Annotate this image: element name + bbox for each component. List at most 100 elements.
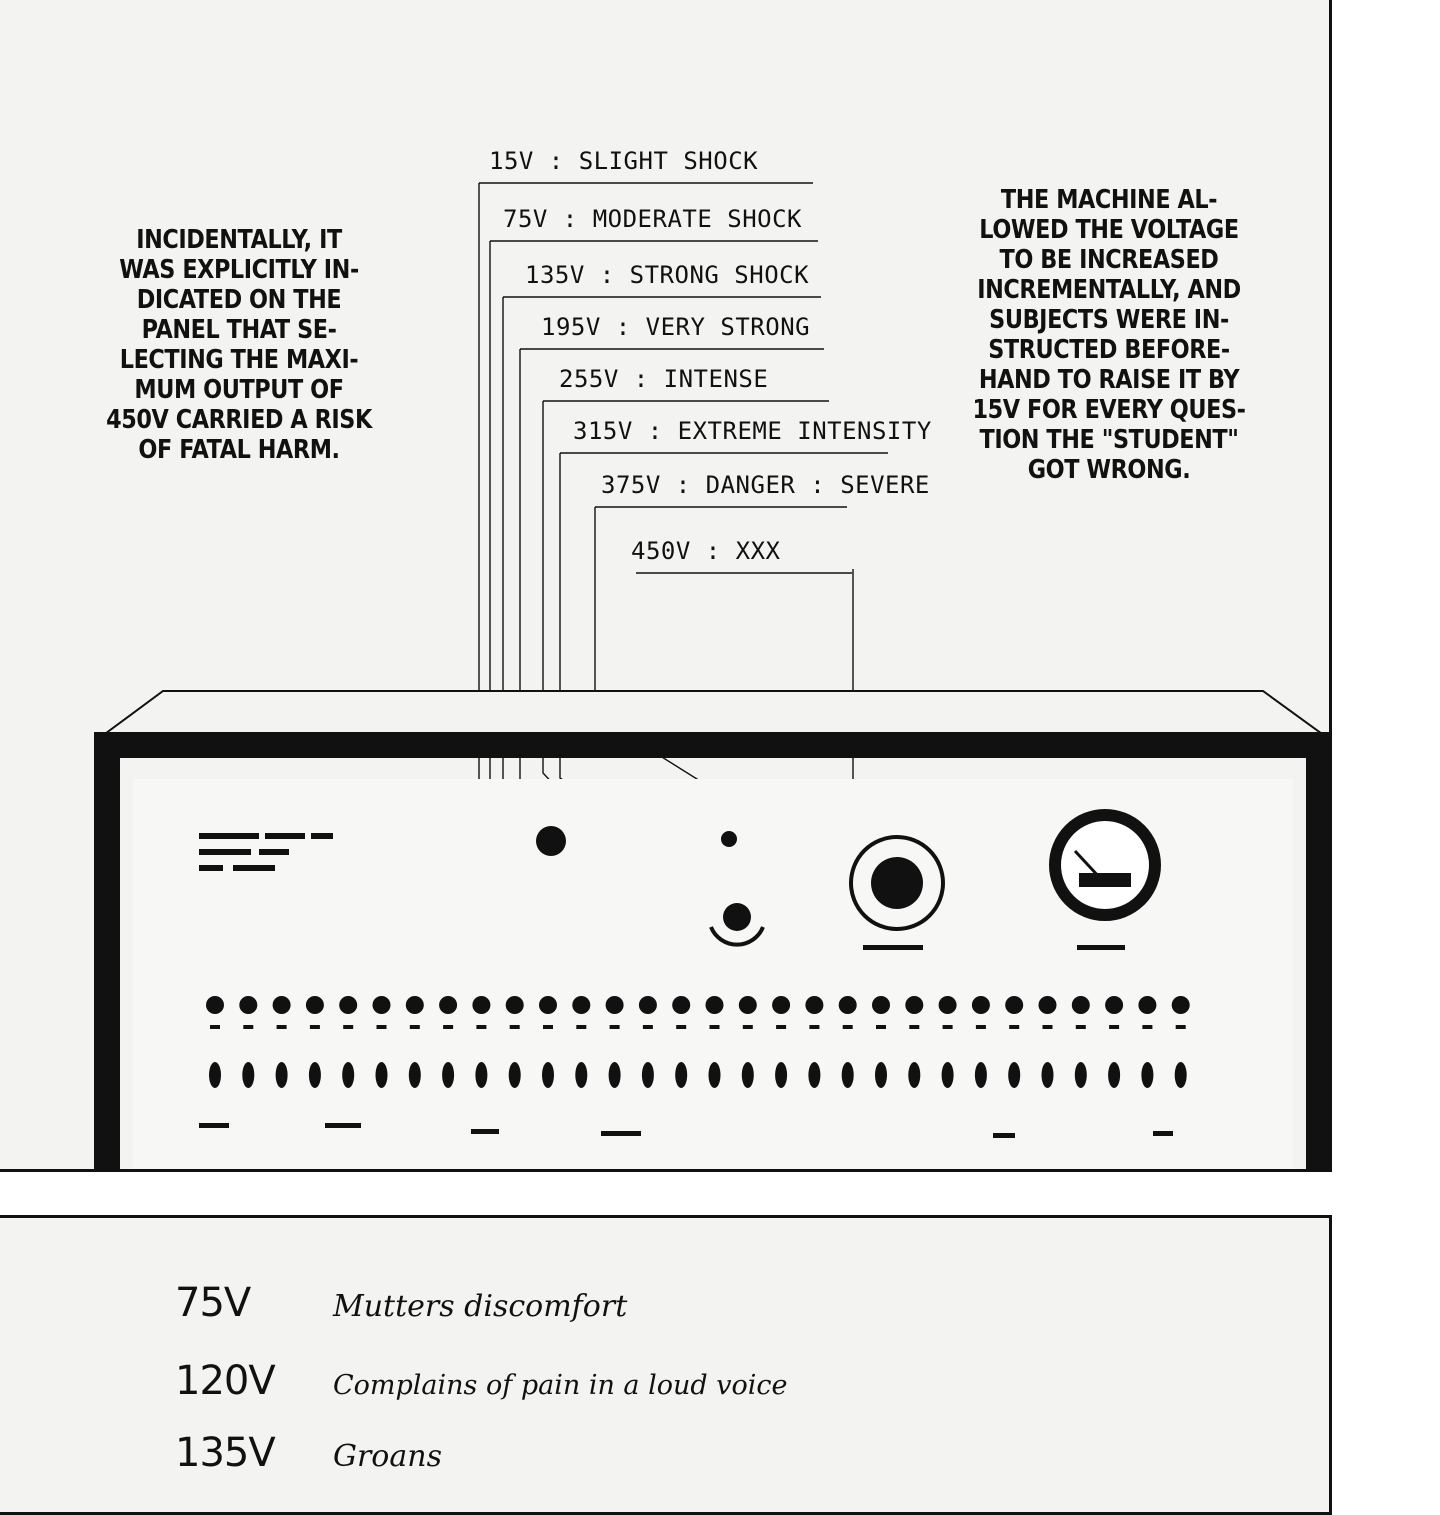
switch-lamp xyxy=(938,996,957,1014)
switch-mark xyxy=(609,1025,620,1029)
voltmeter xyxy=(1049,809,1161,921)
switch-mark xyxy=(576,1025,587,1029)
switch-mark xyxy=(876,1025,886,1029)
switch-lever xyxy=(1141,1062,1154,1088)
switch-mark xyxy=(642,1025,653,1029)
reaction-row: 135V Groans xyxy=(175,1430,442,1476)
switch-lamp xyxy=(206,996,224,1014)
switch-mark xyxy=(1142,1025,1153,1029)
switch-lever xyxy=(808,1062,821,1088)
voltage-label: 315V : EXTREME INTENSITY xyxy=(573,417,932,445)
switch-mark xyxy=(709,1025,720,1029)
switch-lever xyxy=(1074,1062,1087,1088)
switch-lamp xyxy=(1105,996,1124,1014)
switch-mark xyxy=(975,1025,986,1029)
switch-mark xyxy=(1042,1025,1053,1029)
reaction-text: Complains of pain in a loud voice xyxy=(333,1370,788,1401)
switch-mark xyxy=(776,1025,787,1029)
indicator-light xyxy=(721,831,737,847)
switch-lamp xyxy=(805,996,824,1014)
switch-mark xyxy=(1075,1025,1086,1029)
reaction-voltage: 135V xyxy=(175,1430,276,1476)
switch-lamp xyxy=(872,996,890,1014)
switch-lever xyxy=(542,1062,554,1088)
switch-mark xyxy=(276,1025,287,1029)
machine-top xyxy=(94,690,1329,740)
switch-lamp xyxy=(838,996,857,1014)
panel-marking xyxy=(265,833,305,839)
switch-mark xyxy=(443,1025,454,1029)
switch-mark xyxy=(476,1025,487,1029)
switch-lever xyxy=(1008,1062,1021,1088)
switch-lever xyxy=(775,1062,788,1088)
switch-lamp xyxy=(1005,996,1024,1014)
panel-marking xyxy=(311,833,333,839)
switch-lamp xyxy=(572,996,591,1014)
panel-marking xyxy=(259,849,289,855)
switch-mark xyxy=(543,1025,553,1029)
switch-lamp xyxy=(1071,996,1090,1014)
switch-lamp xyxy=(905,996,924,1014)
switch-mark xyxy=(909,1025,920,1029)
switch-lamp xyxy=(272,996,291,1014)
switch-mark xyxy=(742,1025,753,1029)
switch-lamp xyxy=(772,996,791,1014)
switch-lever xyxy=(1174,1062,1187,1088)
voltage-label: 375V : DANGER : SEVERE xyxy=(601,471,930,499)
switch-mark xyxy=(1175,1025,1186,1029)
panel-marking xyxy=(993,1133,1015,1138)
reaction-text: Groans xyxy=(333,1439,442,1474)
switch-mark xyxy=(942,1025,953,1029)
switch-lever xyxy=(1041,1062,1054,1088)
knob xyxy=(536,826,566,856)
switch-lever xyxy=(708,1062,721,1088)
panel-marking xyxy=(1153,1131,1173,1136)
switch-lamp xyxy=(672,996,691,1014)
reaction-voltage: 75V xyxy=(175,1280,251,1326)
knob-guard xyxy=(709,926,765,947)
shock-generator xyxy=(94,690,1329,1169)
panel-marking xyxy=(233,865,275,871)
switch-lever xyxy=(475,1062,488,1088)
voltage-label: 255V : INTENSE xyxy=(559,365,768,393)
switch-lamp xyxy=(1038,996,1057,1014)
switch-lamp xyxy=(472,996,491,1014)
meter-base xyxy=(1079,873,1131,887)
knob xyxy=(723,903,751,931)
switch-lever xyxy=(209,1062,221,1088)
reaction-row: 120V Complains of pain in a loud voice xyxy=(175,1358,788,1404)
voltage-label: 15V : SLIGHT SHOCK xyxy=(489,147,758,175)
voltage-label: 135V : STRONG SHOCK xyxy=(525,261,809,289)
reaction-row: 75V Mutters discomfort xyxy=(175,1280,627,1326)
switch-lever xyxy=(575,1062,588,1088)
switch-mark xyxy=(842,1025,853,1029)
caption-left: INCIDENTALLY, IT WAS EXPLICITLY IN- DICA… xyxy=(106,225,372,465)
switch-lever xyxy=(408,1062,421,1088)
switch-lamp xyxy=(372,996,391,1014)
switch-lamp xyxy=(439,996,458,1014)
panel-marking xyxy=(199,833,259,839)
dial-ring xyxy=(849,835,945,931)
switch-mark xyxy=(210,1025,220,1029)
switch-mark xyxy=(809,1025,820,1029)
switch-lever xyxy=(974,1062,987,1088)
switch-lever xyxy=(342,1062,355,1088)
switch-lever xyxy=(442,1062,455,1088)
switch-mark xyxy=(509,1025,520,1029)
switch-lever xyxy=(275,1062,288,1088)
switch-mark xyxy=(1009,1025,1020,1029)
panel-marking xyxy=(199,865,223,871)
switch-lever xyxy=(908,1062,921,1088)
switch-lamp xyxy=(705,996,724,1014)
switch-lever xyxy=(1108,1062,1121,1088)
switch-lever xyxy=(941,1062,954,1088)
panel-marking xyxy=(1077,945,1125,950)
switch-lever xyxy=(641,1062,654,1088)
panel-marking xyxy=(199,849,251,855)
switch-lamp xyxy=(505,996,524,1014)
switch-lever xyxy=(608,1062,621,1088)
switch-lever xyxy=(675,1062,688,1088)
